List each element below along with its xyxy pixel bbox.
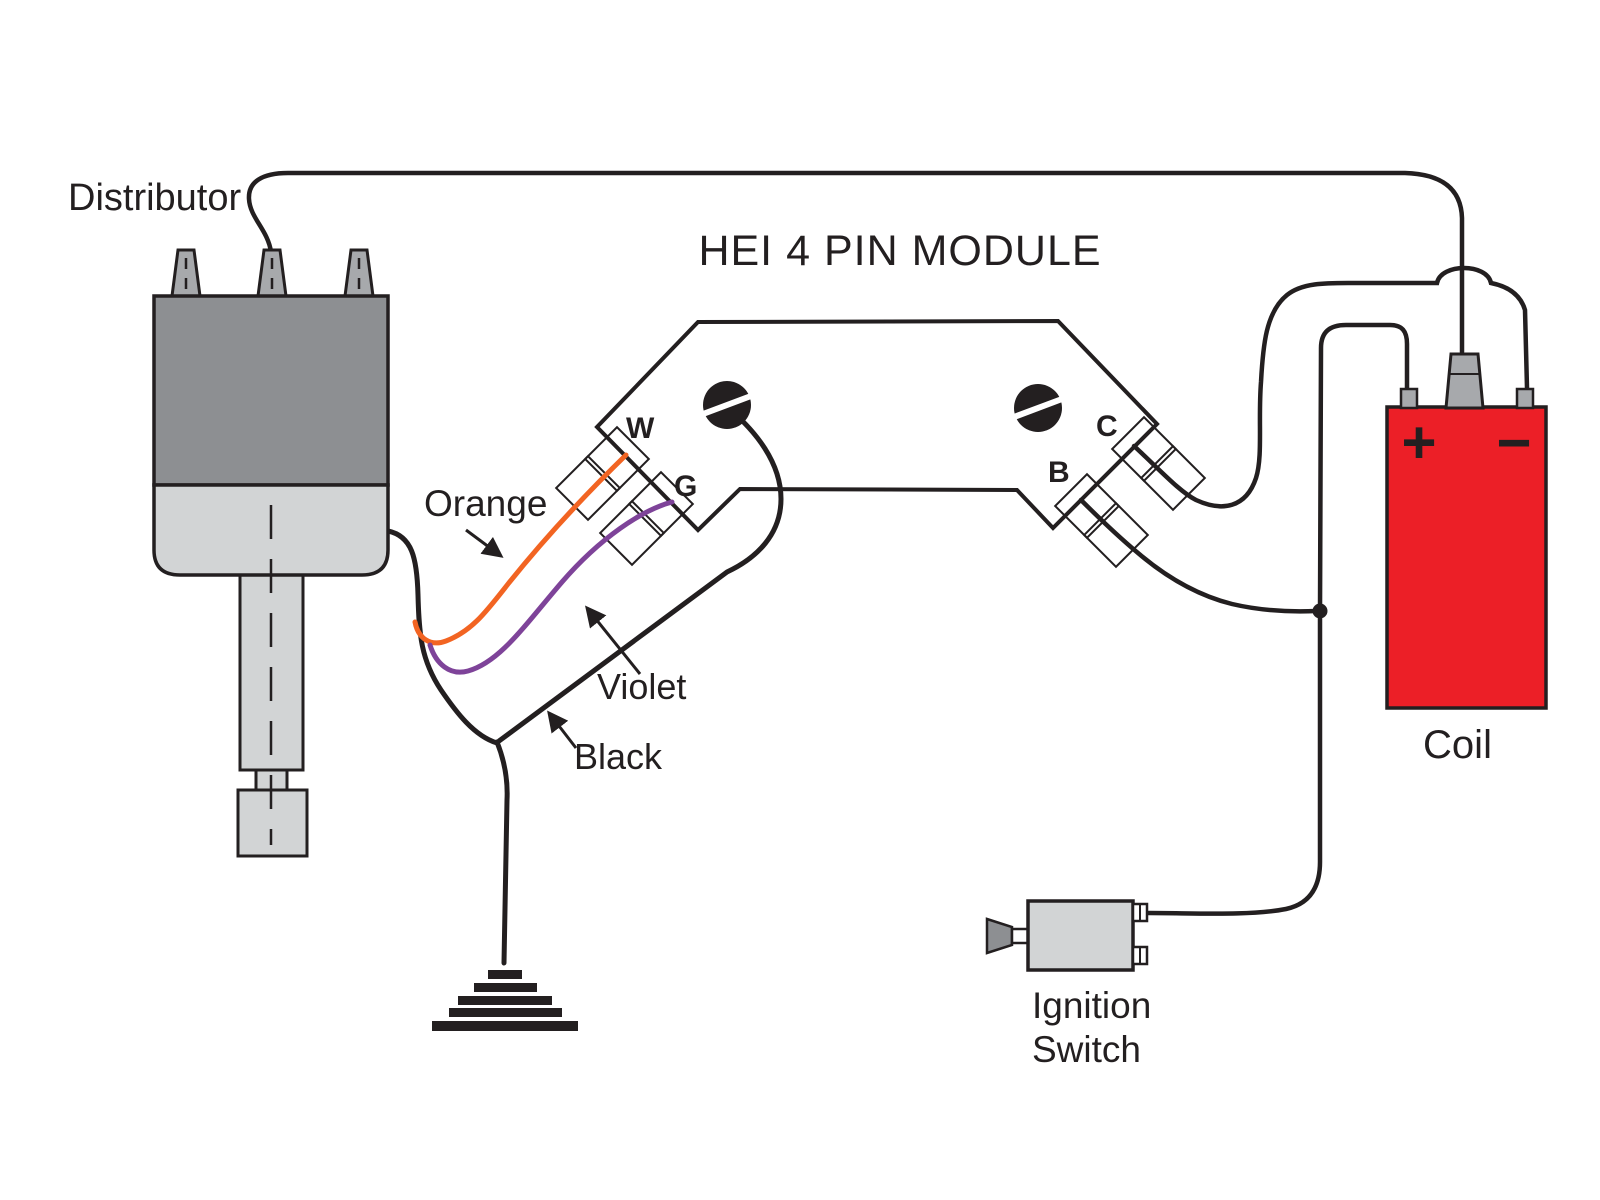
ignition-switch-label: Ignition Switch [1032,985,1152,1070]
module-pin-label-b: B [1048,456,1070,489]
distributor-label: Distributor [68,177,242,219]
ignition-switch-body [1026,899,1135,972]
ignition-switch-assembly [985,899,1149,972]
coil-assembly [1385,352,1548,710]
wire-distributor-jacket [385,528,500,746]
wire-module-b [1078,497,1319,614]
module-pin-w [554,425,651,522]
module-body [594,318,1160,533]
distributor-cap [152,294,390,487]
orange-wire-label: Orange [424,483,548,524]
distributor-tower [256,248,288,298]
distributor-tower [343,248,375,298]
wire-module-c [1131,265,1530,509]
orange-label-arrow [465,528,504,558]
coil-negative-symbol: − [1496,409,1532,476]
coil-terminal-negative [1515,387,1535,410]
module-pin-label-w: W [626,412,655,445]
violet-label-arrow [585,605,642,675]
junction-dot [1312,603,1328,619]
black-wire-label: Black [574,736,663,777]
module-screw-left [701,381,753,429]
black-label-arrow [547,710,578,749]
wire-black-ground [496,404,784,744]
wire-switch-feed [1142,608,1323,916]
distributor-assembly [152,248,390,858]
module-pin-label-c: C [1096,410,1118,443]
wire-orange [412,452,629,646]
coil-terminal-positive [1399,387,1419,410]
wire-junction-to-coil-positive [1317,322,1410,614]
violet-wire-label: Violet [597,666,687,707]
distributor-tower [170,248,202,298]
ignition-key [985,917,1014,955]
ground-symbol [432,970,578,1031]
module-screw-right [1012,384,1064,432]
distributor-shaft-foot [236,788,309,858]
wire-coil-secondary [246,170,1465,355]
coil-positive-symbol: + [1401,409,1437,476]
diagram-title: HEI 4 PIN MODULE [698,227,1102,275]
module-pin-label-g: G [674,470,698,503]
module-pin-g [598,470,695,567]
coil-tower [1444,352,1485,410]
coil-label: Coil [1423,723,1492,767]
wire-to-ground [494,739,510,966]
wire-violet [427,499,675,675]
coil-body [1385,405,1548,710]
